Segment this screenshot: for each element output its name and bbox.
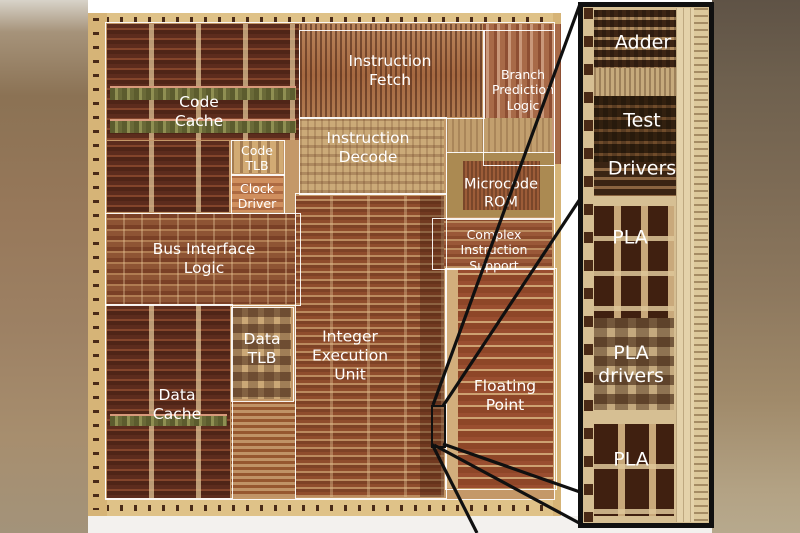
label-drivers: Drivers	[607, 157, 677, 180]
inset-texture-band	[594, 68, 676, 96]
label-instruction-fetch: Instruction Fetch	[348, 52, 432, 89]
label-pla-lower: PLA	[613, 448, 649, 471]
label-data-tlb: Data TLB	[243, 330, 281, 367]
inset-texture-pla-upper	[594, 206, 674, 318]
callout-rect	[431, 405, 446, 448]
inset-texture-light-strip	[676, 8, 694, 522]
die-texture-data-cache	[107, 305, 230, 498]
die-pad-ticks-top	[92, 17, 557, 23]
inset-texture-drivers	[594, 162, 676, 196]
label-floating-point: Floating Point	[473, 377, 537, 414]
label-code-tlb: Code TLB	[240, 142, 274, 173]
die-pad-ticks-bottom	[92, 505, 557, 511]
label-data-cache: Data Cache	[152, 386, 202, 423]
background-blur-left	[0, 0, 88, 533]
die-texture-data-tlb	[232, 308, 291, 399]
die-texture-bus-interface	[107, 214, 299, 304]
label-integer-execution-unit: Integer Execution Unit	[311, 327, 389, 384]
label-instruction-decode: Instruction Decode	[326, 129, 410, 166]
inset-texture-test	[594, 96, 676, 162]
inset-texture-adder	[594, 10, 676, 68]
label-branch-prediction-logic: Branch Prediction Logic	[491, 67, 555, 113]
label-code-cache: Code Cache	[174, 93, 224, 130]
region-outline-bus-interface	[105, 213, 301, 306]
background-top-strip	[88, 0, 561, 13]
label-microcode-rom: Microcode ROM	[464, 176, 538, 210]
label-bus-interface-logic: Bus Interface Logic	[152, 240, 256, 277]
die-texture-code-tlb	[231, 141, 283, 173]
label-pla-drivers: PLA drivers	[598, 341, 664, 387]
inset-texture-pla-lower	[594, 424, 674, 516]
region-outline-code-tlb	[231, 140, 285, 176]
background-gap-strip	[561, 0, 578, 533]
inset-texture-pad-column	[584, 8, 593, 522]
label-pla-upper: PLA	[612, 226, 648, 249]
label-clock-driver: Clock Driver	[237, 180, 277, 211]
background-blur-right	[712, 0, 800, 533]
region-outline-data-tlb	[231, 307, 294, 402]
die-texture-cache-stripe-row	[110, 86, 296, 100]
die-texture-integer-execution	[296, 196, 444, 497]
region-outline-data-cache	[105, 304, 233, 499]
die-pad-ticks-left	[93, 18, 99, 510]
die-texture-cache-stripe-row	[110, 119, 296, 133]
die-texture-code-cache-lower	[107, 141, 229, 212]
label-adder: Adder	[614, 31, 672, 54]
label-complex-instruction-support: Complex Instruction Support	[460, 227, 528, 273]
label-test: Test	[623, 109, 661, 132]
inset-texture-pla-drivers	[594, 318, 674, 410]
die-texture-clock-driver	[231, 175, 283, 212]
die-texture-misc-logic	[231, 401, 295, 497]
die-texture-cache-stripe-row	[110, 414, 227, 426]
die-texture-instruction-decode	[300, 118, 444, 193]
inset-texture-tick-strip	[694, 8, 708, 522]
